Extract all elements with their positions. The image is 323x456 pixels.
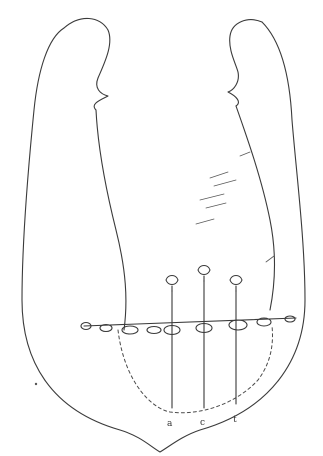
- right-head: [228, 20, 262, 106]
- node: [229, 320, 247, 330]
- lower-incision: [118, 326, 272, 413]
- label-left: a: [167, 420, 172, 429]
- transverse-line: [84, 318, 296, 326]
- knot-right: [230, 276, 242, 293]
- label-middle: c: [200, 419, 205, 428]
- hatch-marks: [196, 152, 274, 262]
- label-right: t: [233, 416, 237, 425]
- left-head: [64, 18, 110, 110]
- stray-dot: [35, 383, 37, 385]
- body-outline: [22, 22, 305, 452]
- left-inner-line: [96, 110, 126, 330]
- knot-left: [166, 276, 178, 293]
- node: [285, 316, 295, 322]
- node: [147, 327, 161, 334]
- suture-threads: [166, 266, 242, 409]
- knot-middle: [198, 266, 210, 283]
